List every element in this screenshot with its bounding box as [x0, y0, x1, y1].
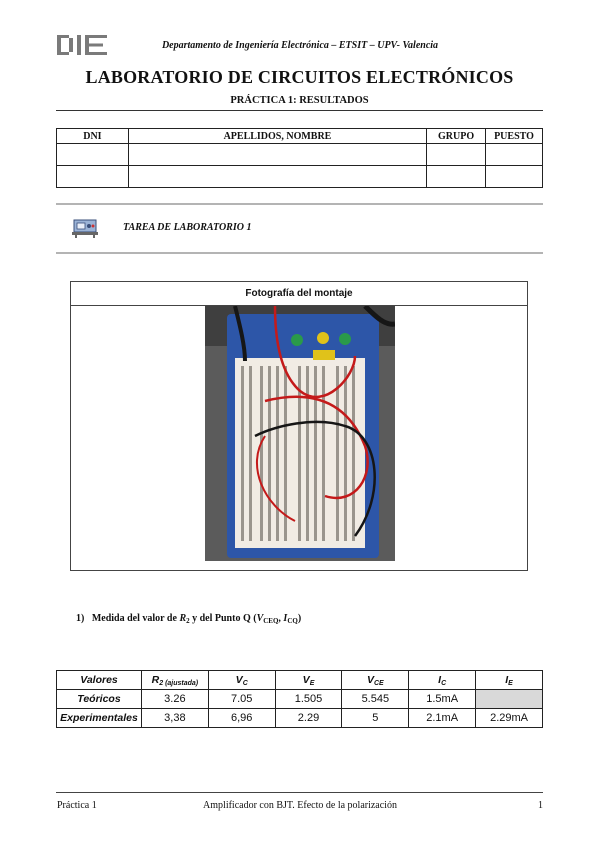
r2-subscript: 2 [186, 617, 190, 625]
header-values: Valores [56, 670, 142, 690]
row-theoretical: Teóricos 3.26 7.05 1.505 5.545 1.5mA [56, 689, 543, 709]
task-divider-top [56, 203, 543, 205]
row-experimental: Experimentales 3,38 6,96 2.29 5 2.1mA 2.… [56, 708, 543, 728]
value-cell[interactable]: 3,38 [140, 708, 209, 728]
row-label: Experimentales [56, 708, 142, 728]
value-cell-disabled [475, 689, 543, 709]
student-info-table: DNI APELLIDOS, NOMBRE GRUPO PUESTO [56, 128, 543, 188]
breadboard-circuit-photo [205, 306, 395, 561]
footer-divider [56, 792, 543, 793]
value-cell[interactable]: 3.26 [140, 689, 209, 709]
value-cell[interactable]: 6,96 [207, 708, 276, 728]
dni-cell[interactable] [56, 143, 129, 166]
vceq-symbol: V [256, 613, 264, 624]
value-cell[interactable]: 5 [341, 708, 410, 728]
header-divider [56, 110, 543, 111]
seat-cell[interactable] [485, 143, 543, 166]
row-label: Teóricos [56, 689, 142, 709]
results-header-row: Valores R2 (ajustada) VC VE VCE IC IE [56, 670, 543, 690]
r2-symbol: R [179, 613, 187, 624]
question-text-a: Medida del valor de [91, 613, 180, 624]
task-divider-bottom [56, 252, 543, 254]
die-logo [57, 35, 107, 55]
question-1: 1) Medida del valor de R2 y del Punto Q … [76, 613, 301, 625]
question-sep: , [278, 613, 284, 624]
value-cell[interactable]: 2.1mA [408, 708, 477, 728]
seat-cell[interactable] [485, 165, 543, 188]
group-cell[interactable] [426, 165, 487, 188]
student-row [56, 143, 543, 166]
name-cell[interactable] [127, 165, 428, 188]
value-cell[interactable]: 2.29mA [475, 708, 543, 728]
name-cell[interactable] [127, 143, 428, 166]
value-cell[interactable]: 5.545 [341, 689, 410, 709]
vceq-subscript: CEQ [263, 617, 279, 625]
header-group: GRUPO [426, 128, 487, 144]
header-name: APELLIDOS, NOMBRE [127, 128, 428, 144]
task-label: TAREA DE LABORATORIO 1 [123, 222, 252, 233]
icq-symbol: I [283, 613, 288, 624]
header-ve: VE [274, 670, 343, 690]
lab-bench-icon [72, 219, 98, 238]
question-text-b: y del Punto Q ( [189, 613, 257, 624]
value-cell[interactable]: 1.5mA [408, 689, 477, 709]
photo-section: Fotografía del montaje [70, 281, 528, 571]
student-row [56, 165, 543, 188]
question-number: 1) [76, 613, 85, 624]
icq-subscript: CQ [287, 617, 298, 625]
header-vc: VC [207, 670, 276, 690]
header-dni: DNI [56, 128, 129, 144]
student-table-header: DNI APELLIDOS, NOMBRE GRUPO PUESTO [56, 128, 543, 144]
group-cell[interactable] [426, 143, 487, 166]
practice-subtitle: PRÁCTICA 1: RESULTADOS [230, 95, 369, 106]
header-r2: R2 (ajustada) [140, 670, 209, 690]
department-line: Departamento de Ingeniería Electrónica –… [161, 40, 439, 51]
question-close: ) [297, 613, 302, 624]
value-cell[interactable]: 2.29 [274, 708, 343, 728]
results-table: Valores R2 (ajustada) VC VE VCE IC IE Te… [56, 670, 543, 728]
page-number: 1 [538, 800, 543, 811]
header-ic: IC [408, 670, 477, 690]
photo-caption: Fotografía del montaje [71, 282, 527, 306]
header-seat: PUESTO [485, 128, 543, 144]
footer-title: Amplificador con BJT. Efecto de la polar… [203, 800, 397, 811]
value-cell[interactable]: 1.505 [274, 689, 343, 709]
lab-title: LABORATORIO DE CIRCUITOS ELECTRÓNICOS [85, 67, 514, 87]
value-cell[interactable]: 7.05 [207, 689, 276, 709]
header-vce: VCE [341, 670, 410, 690]
footer-left: Práctica 1 [57, 800, 97, 811]
dni-cell[interactable] [56, 165, 129, 188]
header-ie: IE [475, 670, 543, 690]
